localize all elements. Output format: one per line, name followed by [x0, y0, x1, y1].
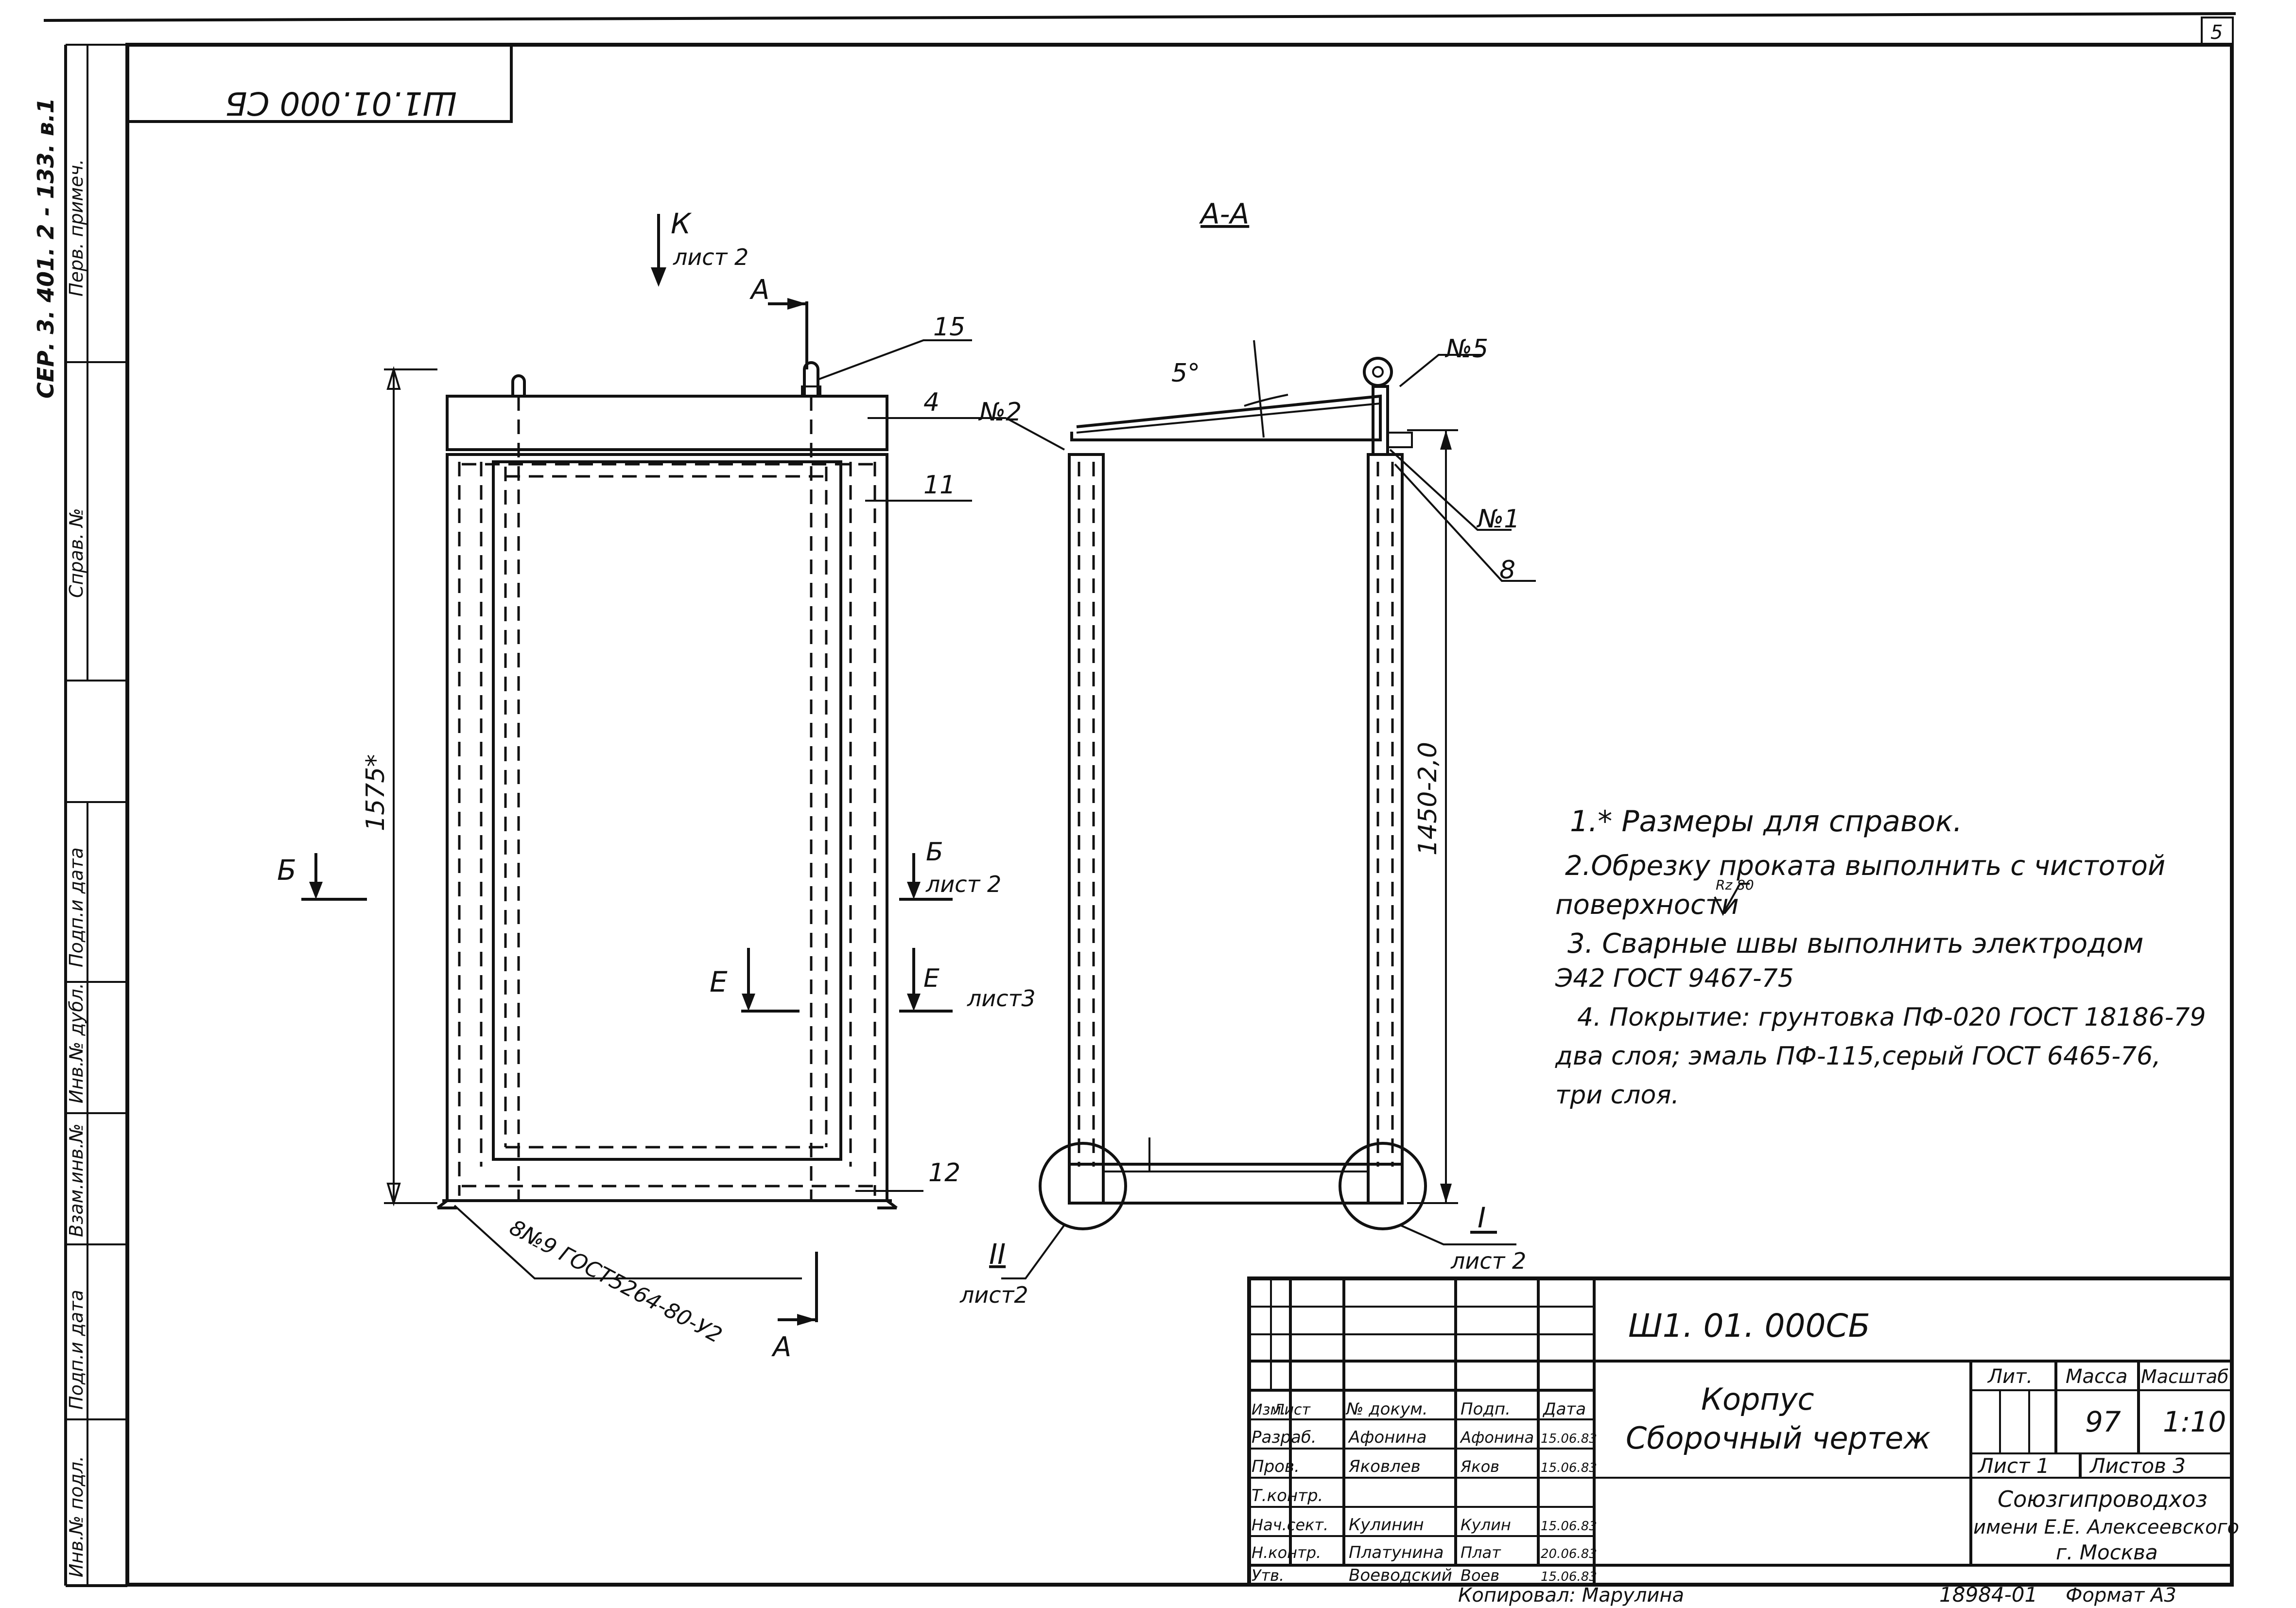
- section-b-right-label: Б: [926, 838, 943, 867]
- name-utv: Воеводский: [1349, 1566, 1452, 1585]
- title-designation: Ш1. 01. 000СБ: [1628, 1307, 1870, 1345]
- detail-2-sheet: лист2: [959, 1282, 1028, 1308]
- sign-prov: Яков: [1460, 1457, 1499, 1476]
- section-b-sheet: лист 2: [925, 871, 1001, 897]
- role-nachsekt: Нач.сект.: [1252, 1516, 1328, 1534]
- org-line-2: имени Е.Е. Алексеевского: [1973, 1516, 2239, 1538]
- role-nkontr: Н.контр.: [1252, 1543, 1321, 1562]
- section-a-top-label: А: [749, 274, 769, 306]
- position-4: 4: [923, 388, 939, 417]
- org-line-1: Союзгипроводхоз: [1998, 1486, 2208, 1512]
- sheet-frame: [43, 12, 2236, 1587]
- view-e-right-label: Е: [923, 964, 939, 993]
- role-utv: Утв.: [1252, 1566, 1284, 1585]
- position-8: 8: [1499, 556, 1515, 585]
- detail-1-label: I: [1478, 1201, 1486, 1234]
- technical-notes: 1.* Размеры для справок. 2.Обрезку прока…: [1555, 804, 2206, 1110]
- position-11: 11: [923, 471, 956, 500]
- sign-nachsekt: Кулин: [1461, 1516, 1511, 1534]
- strip-podp-data-1: Подп.и дата: [66, 847, 87, 967]
- header-izm: Изм.: [1252, 1401, 1286, 1418]
- weld-1-label: №1: [1476, 505, 1520, 534]
- date-razrab: 15.06.83: [1541, 1432, 1597, 1446]
- front-view: [301, 214, 1006, 1326]
- org-line-3: г. Москва: [2056, 1540, 2158, 1564]
- sign-nkontr: Плат: [1461, 1543, 1501, 1562]
- designation-box-text: Ш1.01.000 СБ: [225, 85, 457, 122]
- date-nachsekt: 15.06.83: [1541, 1519, 1597, 1534]
- header-sign: Подп.: [1461, 1399, 1511, 1419]
- name-prov: Яковлев: [1348, 1457, 1421, 1476]
- name-nkontr: Платунина: [1349, 1543, 1444, 1562]
- detail-1-sheet: лист 2: [1450, 1248, 1526, 1274]
- note-1: 1.* Размеры для справок.: [1570, 804, 1962, 839]
- role-prov: Пров.: [1252, 1457, 1300, 1476]
- archive-number: 18984-01: [1939, 1583, 2037, 1607]
- strip-inv-dubl: Инв.№ дубл.: [66, 983, 87, 1103]
- weld-5-label: №5: [1444, 334, 1488, 364]
- roughness-mark: Rz 80: [1716, 877, 1754, 893]
- name-nachsekt: Кулинин: [1349, 1515, 1424, 1535]
- position-15: 15: [933, 313, 965, 342]
- weld-2-label: №2: [978, 398, 1022, 427]
- sheets-label: Листов 3: [2089, 1454, 2186, 1478]
- section-height-dimension: 1450-2,0: [1413, 742, 1443, 856]
- header-doc: № докум.: [1345, 1399, 1428, 1419]
- front-height-dimension: 1575*: [361, 754, 390, 831]
- channel-note: 8№9 ГОСТ5264-80-У2: [505, 1215, 726, 1348]
- title-name-1: Корпус: [1701, 1381, 1814, 1417]
- strip-podp-data-2: Подп.и дата: [66, 1290, 87, 1410]
- view-k-label: К: [671, 207, 692, 240]
- note-4-end: три слоя.: [1555, 1081, 1679, 1110]
- view-e-left-label: Е: [710, 965, 728, 998]
- note-4: 4. Покрытие: грунтовка ПФ-020 ГОСТ 18186…: [1577, 1003, 2206, 1032]
- view-k-sheet: лист 2: [673, 244, 748, 270]
- section-b-left-label: Б: [277, 854, 296, 887]
- position-12: 12: [928, 1158, 960, 1188]
- note-3: 3. Сварные швы выполнить электродом: [1567, 928, 2143, 960]
- role-tkontr: Т.контр.: [1252, 1486, 1323, 1505]
- name-razrab: Афонина: [1348, 1428, 1427, 1447]
- mass-value: 97: [2085, 1405, 2121, 1438]
- series-number: СЕР. 3. 401. 2 - 133. в.1: [33, 98, 59, 399]
- header-date: Дата: [1542, 1399, 1586, 1419]
- sign-razrab: Афонина: [1460, 1428, 1534, 1447]
- strip-perv-primen: Перв. примеч.: [66, 159, 87, 297]
- designation-box: Ш1.01.000 СБ: [126, 43, 513, 123]
- date-utv: 15.06.83: [1541, 1570, 1597, 1584]
- strip-sprav: Справ. №: [66, 508, 87, 598]
- note-3-cont: Э42 ГОСТ 9467-75: [1555, 964, 1794, 993]
- section-view: [1001, 340, 1536, 1279]
- section-a-bottom-label: А: [771, 1331, 791, 1363]
- page-corner-number: 5: [2210, 21, 2223, 44]
- format-label: Формат А3: [2066, 1584, 2176, 1607]
- detail-2-label: II: [989, 1238, 1006, 1271]
- view-e-sheet: лист3: [967, 985, 1036, 1012]
- angle-label: 5°: [1171, 359, 1200, 388]
- section-title: А-А: [1199, 197, 1249, 230]
- lit-label: Лит.: [1987, 1365, 2033, 1388]
- date-prov: 15.06.83: [1541, 1461, 1597, 1475]
- strip-inv-podl: Инв.№ подл.: [66, 1456, 87, 1577]
- sign-utv: Воев: [1461, 1566, 1499, 1585]
- note-2: 2.Обрезку проката выполнить с чистотой: [1565, 850, 2165, 882]
- scale-value: 1:10: [2163, 1405, 2226, 1438]
- sheet-label: Лист 1: [1977, 1454, 2050, 1478]
- copied-by: Копировал: Марулина: [1458, 1584, 1684, 1607]
- note-4-cont: два слоя; эмаль ПФ-115,серый ГОСТ 6465-7…: [1555, 1042, 2161, 1071]
- strip-vzam-inv: Взам.инв.№: [66, 1123, 87, 1237]
- title-name-2: Сборочный чертеж: [1626, 1420, 1931, 1456]
- note-2-cont: поверхности: [1555, 889, 1739, 921]
- scale-label: Масштаб: [2141, 1366, 2229, 1387]
- title-block: [1247, 1276, 2234, 1587]
- role-razrab: Разраб.: [1252, 1428, 1317, 1447]
- header-list: Лист: [1273, 1401, 1311, 1418]
- date-nkontr: 20.06.83: [1541, 1547, 1597, 1561]
- left-binding-strip: [66, 44, 127, 1586]
- mass-label: Масса: [2066, 1365, 2128, 1388]
